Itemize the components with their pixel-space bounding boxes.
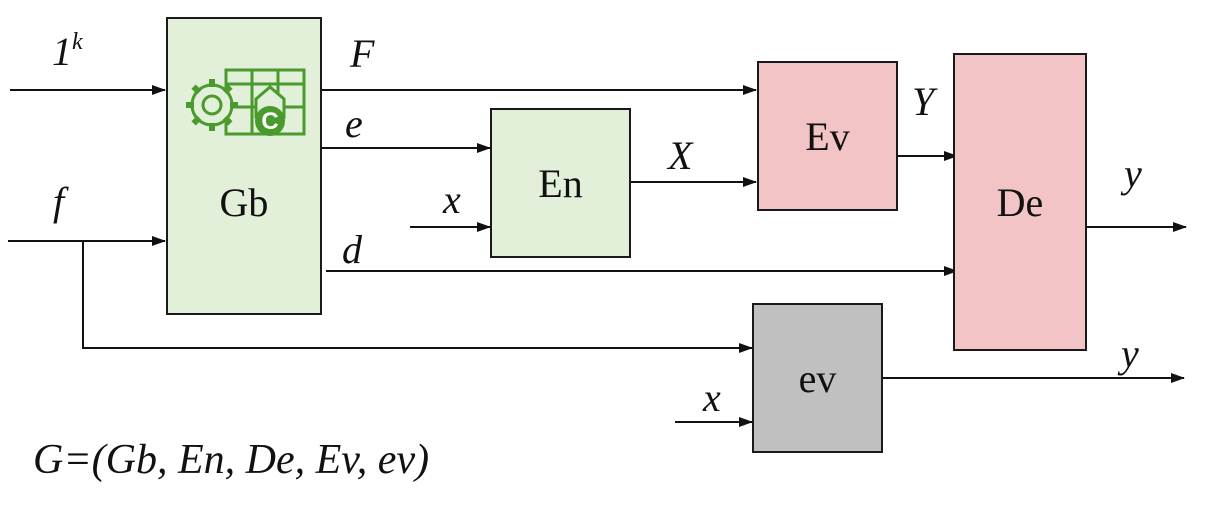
ev-upper-block: Ev: [757, 61, 898, 211]
ev-upper-label: Ev: [805, 113, 850, 159]
signal-Y: Y: [912, 79, 935, 124]
signal-y-ev: y: [1121, 331, 1139, 376]
arrow-f-to-ev: [82, 241, 753, 353]
system-formula: G=(Gb, En, De, Ev, ev): [33, 437, 430, 483]
ev-lower-block: ev: [752, 303, 883, 453]
gb-label: Gb: [219, 180, 269, 225]
signal-X: X: [668, 133, 693, 178]
signal-one-k: 1k: [52, 29, 83, 74]
svg-text:C: C: [261, 108, 278, 135]
signal-x-en: x: [443, 177, 461, 222]
signal-d: d: [342, 227, 362, 272]
signal-y-de: y: [1124, 151, 1142, 196]
signal-x-ev: x: [703, 375, 721, 420]
gear-table-copyright-icon: C: [186, 68, 306, 136]
gb-block: C Gb: [166, 17, 322, 315]
de-block: De: [953, 53, 1087, 351]
en-block: En: [490, 108, 631, 258]
en-label: En: [538, 160, 583, 206]
signal-f-input: f: [53, 179, 65, 224]
signal-e: e: [345, 101, 363, 146]
ev-lower-label: ev: [798, 355, 837, 401]
de-label: De: [996, 179, 1044, 225]
signal-F: F: [350, 31, 375, 76]
